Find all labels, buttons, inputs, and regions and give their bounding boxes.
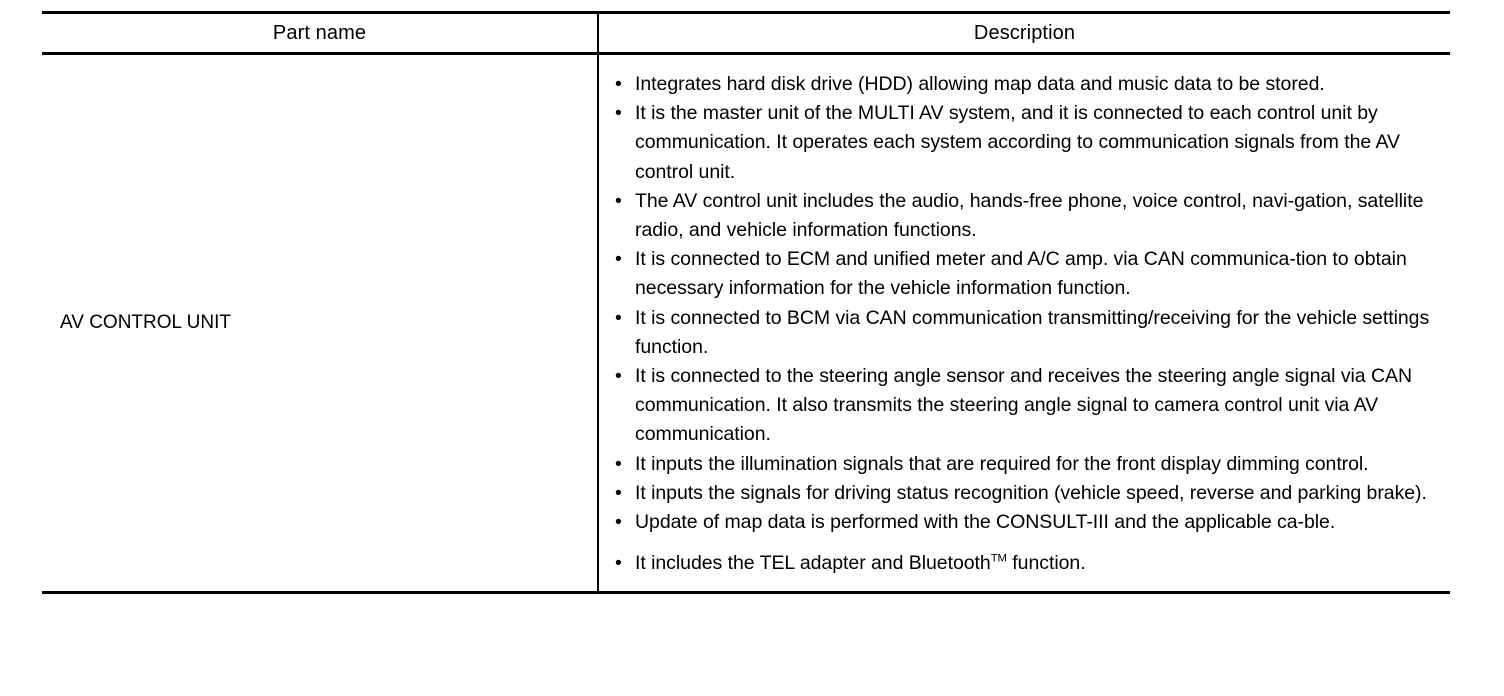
description-bullet-item: • It is connected to ECM and unified mete…	[613, 245, 1440, 303]
description-bullet-item: • It is the master unit of the MULTI AV s…	[613, 99, 1440, 187]
description-bullet-text: It inputs the signals for driving status…	[635, 481, 1427, 504]
bullet-icon: •	[615, 552, 622, 575]
table-body: AV CONTROL UNIT • Integrates hard disk dr…	[42, 53, 1450, 595]
description-bullet-item: • It is connected to BCM via CAN communic…	[613, 304, 1440, 362]
bullet-icon: •	[615, 306, 622, 329]
description-bullet-item: • It inputs the illumination signals that…	[613, 450, 1440, 479]
trademark-superscript: TM	[990, 552, 1007, 565]
description-bullet-text: Integrates hard disk drive (HDD) allowin…	[635, 73, 1325, 95]
bullet-icon: •	[615, 248, 622, 271]
part-name-text: AV CONTROL UNIT	[60, 312, 232, 334]
description-bullet-text: It inputs the illumination signals that …	[635, 452, 1369, 475]
table-row: AV CONTROL UNIT • Integrates hard disk dr…	[42, 53, 1450, 595]
column-header-part-name: Part name	[42, 11, 598, 55]
description-bullet-item: • It includes the TEL adapter and Bluetoo…	[613, 549, 1440, 578]
bullet-icon: •	[615, 511, 622, 534]
table-header: Part name Description	[42, 11, 1450, 55]
bullet-icon: •	[615, 452, 622, 475]
description-bullet-text: It is the master unit of the MULTI AV sy…	[635, 102, 1400, 183]
description-bullet-text: It is connected to ECM and unified meter…	[635, 248, 1407, 300]
bullet-icon: •	[615, 481, 622, 504]
column-header-description-label: Description	[973, 21, 1076, 44]
cell-description: • Integrates hard disk drive (HDD) allowi…	[597, 53, 1450, 595]
column-header-part-name-label: Part name	[272, 21, 367, 44]
bullet-icon: •	[615, 73, 622, 95]
column-header-description: Description	[597, 11, 1450, 55]
description-bullet-text: It is connected to the steering angle se…	[635, 365, 1412, 446]
description-bullet-list: • Integrates hard disk drive (HDD) allowi…	[599, 55, 1450, 591]
description-bullet-text: Update of map data is performed with the…	[635, 511, 1336, 534]
description-bullet-item: • It inputs the signals for driving statu…	[613, 479, 1440, 508]
description-bullet-text: It includes the TEL adapter and Bluetoot…	[635, 552, 1086, 575]
description-bullet-item: • The AV control unit includes the audio,…	[613, 187, 1440, 245]
description-bullet-item: • It is connected to the steering angle s…	[613, 362, 1440, 450]
cell-part-name: AV CONTROL UNIT	[42, 53, 598, 595]
description-bullet-text: The AV control unit includes the audio, …	[635, 189, 1424, 242]
description-bullet-item: • Update of map data is performed with th…	[613, 508, 1440, 537]
table-header-row: Part name Description	[42, 11, 1450, 55]
bullet-icon: •	[615, 365, 622, 388]
part-description-table: Part name Description AV CONTROL UNIT • I…	[42, 11, 1450, 595]
description-bullet-item: • Integrates hard disk drive (HDD) allowi…	[613, 70, 1440, 99]
description-bullet-text: It is connected to BCM via CAN communica…	[635, 306, 1430, 358]
bullet-icon: •	[615, 102, 622, 125]
bullet-icon: •	[615, 189, 622, 212]
